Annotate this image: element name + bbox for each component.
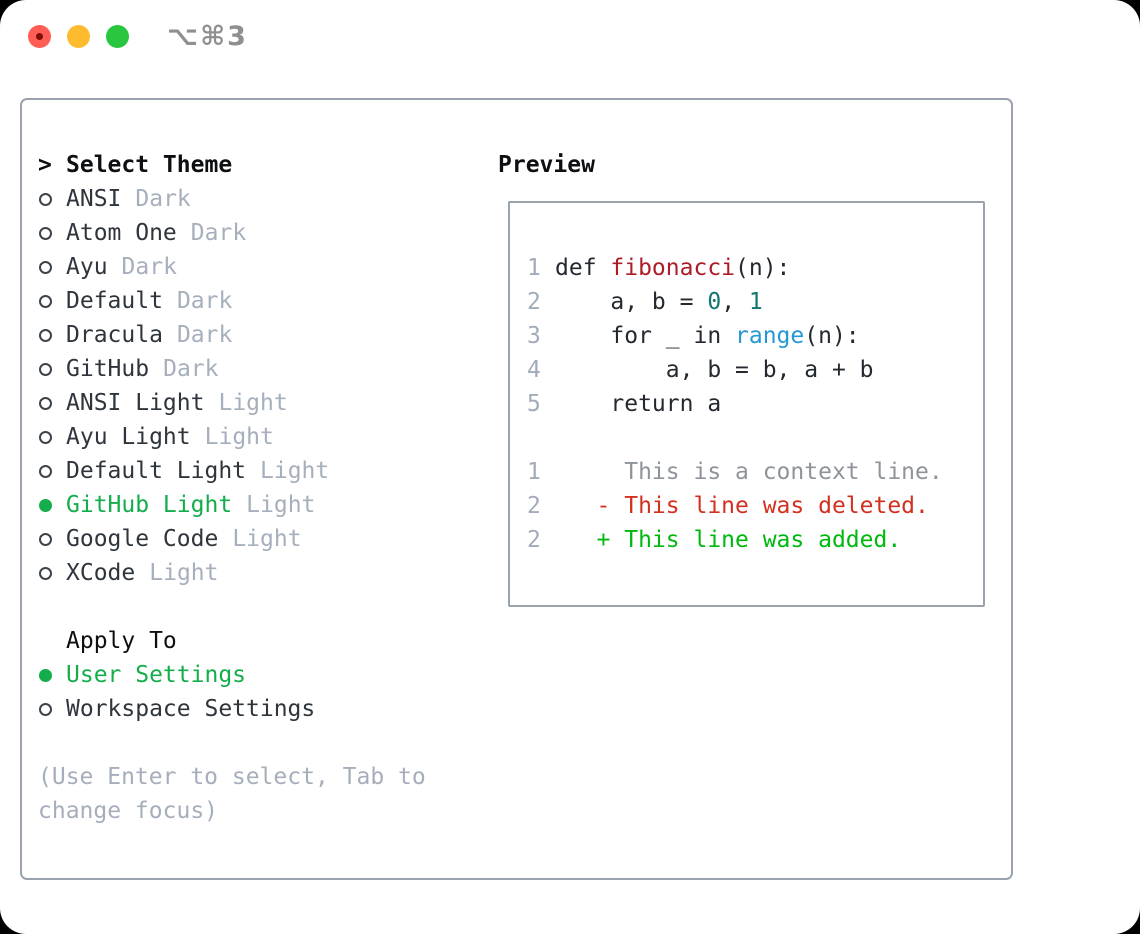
apply-option-label: User Settings bbox=[66, 662, 247, 688]
code-line-3: 3 for _ in range(n): bbox=[527, 319, 943, 353]
apply-option-label: Workspace Settings bbox=[66, 696, 316, 722]
cursor-icon: > bbox=[38, 152, 52, 178]
theme-variant: Light bbox=[260, 458, 330, 484]
number-token: 1 bbox=[748, 289, 763, 315]
theme-option-xcode-light[interactable]: XCode Light bbox=[38, 556, 329, 590]
builtin-call-token: range bbox=[735, 323, 805, 349]
theme-name: Ayu Light bbox=[66, 424, 191, 450]
apply-option-workspace-settings[interactable]: Workspace Settings bbox=[38, 692, 315, 726]
theme-list-title: Select Theme bbox=[66, 152, 233, 178]
theme-option-github-light[interactable]: GitHub Light Light bbox=[38, 488, 329, 522]
radio-icon bbox=[39, 532, 52, 546]
theme-option-google-code-light[interactable]: Google Code Light bbox=[38, 522, 329, 556]
theme-name: Default Light bbox=[66, 458, 247, 484]
theme-list-header-row: > Select Theme bbox=[38, 148, 329, 182]
theme-variant: Dark bbox=[135, 186, 191, 212]
apply-option-user-settings[interactable]: User Settings bbox=[38, 658, 315, 692]
theme-name: GitHub bbox=[66, 356, 150, 382]
line-number: 5 bbox=[527, 391, 541, 417]
code-line-2: 2 a, b = 0, 1 bbox=[527, 285, 943, 319]
theme-name: XCode bbox=[66, 560, 136, 586]
radio-icon bbox=[39, 260, 52, 274]
theme-variant: Dark bbox=[176, 322, 233, 348]
theme-variant: Light bbox=[204, 424, 274, 450]
help-text: (Use Enter to select, Tab to change focu… bbox=[38, 764, 426, 824]
theme-option-ansi-light[interactable]: ANSI Light Light bbox=[38, 386, 329, 420]
number-token: 0 bbox=[707, 289, 722, 315]
preview-title: Preview bbox=[498, 152, 595, 178]
theme-name: Atom One bbox=[66, 220, 177, 246]
radio-icon bbox=[39, 396, 52, 410]
theme-option-ayu-light[interactable]: Ayu Light Light bbox=[38, 420, 329, 454]
line-number: 2 bbox=[527, 289, 541, 315]
code-line-4: 4 a, b = b, a + b bbox=[527, 353, 943, 387]
theme-variant: Dark bbox=[190, 220, 247, 246]
theme-option-dracula-dark[interactable]: Dracula Dark bbox=[38, 318, 329, 352]
traffic-lights bbox=[28, 25, 129, 48]
line-number: 1 bbox=[527, 459, 541, 485]
line-number: 4 bbox=[527, 357, 541, 383]
theme-name: Dracula bbox=[66, 322, 163, 348]
apply-to-group: Apply To User Settings Workspace Setting… bbox=[38, 624, 315, 726]
radio-selected-icon bbox=[39, 498, 52, 512]
line-number: 2 bbox=[527, 527, 541, 553]
radio-selected-icon bbox=[39, 668, 52, 682]
line-number: 3 bbox=[527, 323, 541, 349]
radio-icon bbox=[39, 702, 52, 716]
theme-option-github-dark[interactable]: GitHub Dark bbox=[38, 352, 329, 386]
theme-variant: Light bbox=[149, 560, 219, 586]
diff-context-line: 1 This is a context line. bbox=[527, 455, 943, 489]
apply-to-title: Apply To bbox=[66, 628, 177, 654]
theme-variant: Light bbox=[232, 526, 302, 552]
function-name-token: fibonacci bbox=[610, 255, 736, 281]
theme-variant: Light bbox=[246, 492, 316, 518]
radio-icon bbox=[39, 430, 52, 444]
unsaved-indicator-dot bbox=[36, 33, 43, 40]
theme-variant: Dark bbox=[163, 356, 219, 382]
theme-option-default-light[interactable]: Default Light Light bbox=[38, 454, 329, 488]
theme-name: GitHub Light bbox=[66, 492, 233, 518]
theme-name: Default bbox=[66, 288, 163, 314]
theme-variant: Dark bbox=[121, 254, 177, 280]
radio-icon bbox=[39, 566, 52, 580]
radio-icon bbox=[39, 294, 52, 308]
radio-icon bbox=[39, 226, 52, 240]
line-number: 1 bbox=[527, 255, 541, 281]
radio-icon bbox=[39, 192, 52, 206]
theme-name: ANSI bbox=[66, 186, 122, 212]
apply-to-header-row: Apply To bbox=[38, 624, 315, 658]
radio-icon bbox=[39, 362, 52, 376]
theme-option-ayu-dark[interactable]: Ayu Dark bbox=[38, 250, 329, 284]
titlebar: ⌥⌘3 bbox=[0, 0, 1140, 75]
line-number: 2 bbox=[527, 493, 541, 519]
diff-deleted-line: 2 - This line was deleted. bbox=[527, 489, 943, 523]
theme-option-ansi-dark[interactable]: ANSI Dark bbox=[38, 182, 329, 216]
theme-option-atom-one-dark[interactable]: Atom One Dark bbox=[38, 216, 329, 250]
close-button[interactable] bbox=[28, 25, 51, 48]
theme-variant: Dark bbox=[176, 288, 233, 314]
theme-variant: Light bbox=[218, 390, 288, 416]
radio-icon bbox=[39, 464, 52, 478]
theme-name: Google Code bbox=[66, 526, 219, 552]
diff-added-line: 2 + This line was added. bbox=[527, 523, 943, 557]
maximize-button[interactable] bbox=[106, 25, 129, 48]
minimize-button[interactable] bbox=[67, 25, 90, 48]
theme-option-default-dark[interactable]: Default Dark bbox=[38, 284, 329, 318]
blank-line bbox=[527, 421, 943, 455]
radio-icon bbox=[39, 328, 52, 342]
window-title: ⌥⌘3 bbox=[167, 21, 248, 52]
theme-name: Ayu bbox=[66, 254, 108, 280]
theme-name: ANSI Light bbox=[66, 390, 205, 416]
code-line-5: 5 return a bbox=[527, 387, 943, 421]
